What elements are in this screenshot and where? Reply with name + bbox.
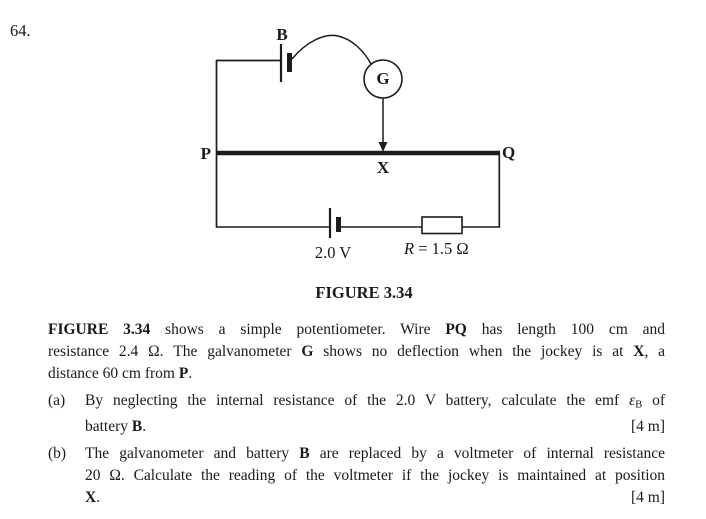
part-b-text: The galvanometer and battery B are repla… — [85, 443, 665, 509]
text-segment: resistance 2.4 Ω. The galvanometer — [48, 343, 302, 360]
question-part-b: (b) The galvanometer and battery B are r… — [48, 443, 665, 509]
wire-end-p-label: P — [200, 144, 211, 163]
text-segment: battery — [85, 418, 132, 436]
text-segment: FIGURE 3.34 — [48, 321, 151, 338]
jockey-arrowhead-icon — [378, 142, 388, 152]
question-paragraph: FIGURE 3.34 shows a simple potentiometer… — [48, 319, 665, 385]
resistor-box — [421, 216, 463, 235]
part-a-label: (a) — [48, 392, 66, 409]
marks-badge: [4 m] — [630, 489, 665, 507]
text-segment: By neglecting the internal resistance of… — [85, 392, 630, 409]
text-segment: ε — [629, 392, 636, 409]
text-line: distance 60 cm from P. — [48, 363, 665, 385]
potentiometer-circuit-diagram — [215, 34, 501, 238]
text-segment: of — [642, 392, 665, 409]
text-line: FIGURE 3.34 shows a simple potentiometer… — [48, 319, 665, 341]
text-segment: are replaced by a voltmeter of internal … — [309, 445, 665, 463]
text-segment: . — [96, 489, 101, 507]
wire-battery-to-galvanometer-curve — [291, 34, 372, 65]
text-segment: . — [142, 418, 147, 436]
driver-battery-voltage-label: 2.0 V — [314, 243, 352, 262]
text-segment: shows no deflection when the jockey is a… — [313, 343, 634, 360]
text-line: battery B. [4 m] — [85, 416, 665, 438]
figure-caption: FIGURE 3.34 — [315, 283, 413, 302]
text-segment: shows a simple potentiometer. Wire — [150, 321, 446, 338]
text-segment: X — [85, 489, 97, 507]
text-segment: G — [301, 343, 314, 360]
galvanometer-label: G — [376, 69, 390, 88]
part-a-text: By neglecting the internal resistance of… — [85, 390, 665, 438]
text-segment: , a — [644, 343, 666, 360]
text-segment: distance 60 cm from — [48, 365, 179, 382]
text-segment: B — [635, 399, 643, 411]
text-line: The galvanometer and battery B are repla… — [85, 443, 665, 465]
marks-badge: [4 m] — [630, 418, 665, 436]
text-segment: = 1.5 Ω — [414, 239, 469, 258]
text-segment: P — [178, 365, 189, 382]
resistor-value-label: R = 1.5 Ω — [404, 239, 494, 258]
text-segment: The galvanometer and battery — [85, 445, 300, 463]
battery-b-label: B — [276, 25, 288, 44]
text-segment: X — [633, 343, 645, 360]
question-number: 64. — [10, 21, 31, 40]
question-part-a: (a) By neglecting the internal resistanc… — [48, 390, 665, 438]
question-text-block: FIGURE 3.34 shows a simple potentiometer… — [48, 319, 665, 509]
text-segment: has length 100 cm and — [466, 321, 665, 338]
text-segment: 20 Ω. Calculate the reading of the voltm… — [85, 467, 665, 485]
text-line: 20 Ω. Calculate the reading of the voltm… — [85, 465, 665, 487]
jockey-position-x-label: X — [376, 158, 390, 177]
text-segment: B — [299, 445, 310, 463]
text-segment: R — [404, 239, 415, 258]
text-line: By neglecting the internal resistance of… — [85, 390, 665, 416]
wire-end-q-label: Q — [502, 143, 516, 162]
text-segment: PQ — [445, 321, 467, 338]
text-segment: . — [188, 365, 193, 382]
part-b-label: (b) — [48, 445, 67, 463]
text-line: X. [4 m] — [85, 487, 665, 509]
text-line: resistance 2.4 Ω. The galvanometer G sho… — [48, 341, 665, 363]
text-segment: B — [131, 418, 143, 436]
